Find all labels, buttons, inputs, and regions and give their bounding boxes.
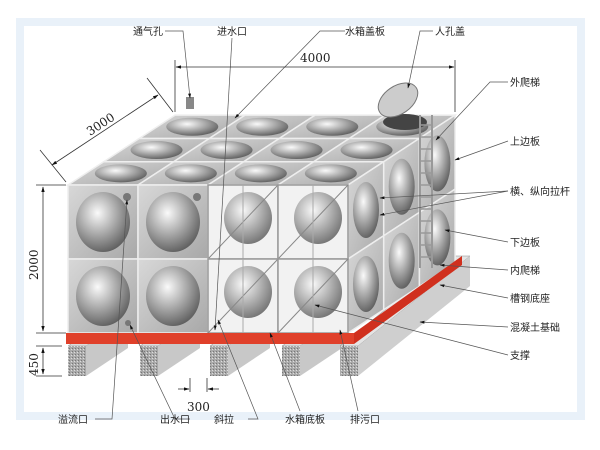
label-overflow: 溢流口 (58, 413, 88, 426)
panel-dome (146, 266, 200, 326)
foundation-height-dimension: 450 (27, 353, 41, 376)
leader-line (95, 199, 129, 420)
panel-dome (200, 141, 253, 160)
label-upper-side-plate: 上边板 (510, 135, 540, 148)
label-concrete-foundation: 混凝土基础 (510, 321, 560, 334)
leader-line (435, 81, 508, 141)
label-manhole-cover: 人孔盖 (435, 25, 465, 38)
label-cover-plate: 水箱盖板 (345, 25, 385, 38)
label-inner-ladder: 内爬梯 (510, 264, 540, 277)
panel-dome (340, 141, 393, 160)
panel-dome (270, 141, 323, 160)
manhole-cover (377, 82, 419, 118)
label-vent: 通气孔 (133, 25, 163, 38)
label-outer-ladder: 外爬梯 (510, 76, 540, 89)
label-outlet: 出水口 (160, 413, 190, 426)
support-width-dimension: 300 (187, 400, 210, 414)
panel-dome (166, 117, 219, 136)
vent-pipe (186, 97, 194, 109)
label-tie-rods: 横、纵向拉杆 (510, 185, 570, 198)
leader-line (444, 229, 509, 243)
channel-steel-base-front (66, 333, 354, 344)
panel-dome (76, 192, 130, 252)
leader-line (419, 320, 509, 328)
leader-line (165, 30, 192, 99)
leader-line (213, 37, 233, 331)
panel-dome (388, 158, 415, 215)
label-bottom-plate: 水箱底板 (285, 413, 325, 426)
panel-dome (304, 164, 357, 183)
length-dimension: 4000 (300, 51, 331, 65)
panel-dome (353, 256, 379, 312)
leader-line (439, 284, 509, 299)
panel-dome (130, 141, 183, 160)
leader-line (339, 329, 359, 412)
panel-dome (306, 117, 359, 136)
panel-dome (234, 164, 287, 183)
leader-line (439, 263, 509, 271)
concrete-support (68, 346, 86, 376)
tank-body (65, 82, 462, 344)
inner-panel-dome (224, 266, 272, 318)
leader-line (379, 190, 509, 200)
leader-line (269, 332, 301, 412)
height-dimension: 2000 (27, 249, 41, 280)
label-channel-base: 槽钢底座 (510, 292, 550, 305)
width-dimension: 3000 (84, 110, 117, 138)
panel-dome (424, 209, 451, 266)
concrete-support (340, 346, 358, 376)
manhole-opening (383, 114, 427, 130)
label-diagonal-brace: 斜拉 (214, 413, 234, 426)
panel-dome (146, 192, 200, 252)
inner-panel-dome (294, 192, 342, 244)
leader-line (129, 324, 190, 420)
panel-dome (236, 117, 289, 136)
inlet-port (193, 193, 201, 201)
panel-dome (353, 182, 379, 238)
panel-dome (94, 164, 147, 183)
label-support: 支撑 (510, 349, 530, 362)
overflow-port (123, 193, 131, 201)
inner-panel-dome (224, 192, 272, 244)
leader-line (217, 319, 259, 420)
concrete-support (282, 346, 300, 376)
label-drain: 排污口 (350, 413, 380, 426)
leader-line (454, 140, 509, 161)
leader-lines (95, 30, 509, 420)
label-inlet: 进水口 (217, 26, 247, 38)
concrete-support (140, 346, 158, 376)
leader-line (407, 30, 433, 89)
panel-dome (164, 164, 217, 183)
label-lower-side-plate: 下边板 (510, 236, 540, 249)
leader-line (379, 190, 509, 216)
panel-dome (424, 135, 451, 192)
leader-line (314, 304, 509, 356)
leader-line (234, 30, 345, 119)
concrete-support (210, 346, 228, 376)
dimension-lines (36, 60, 456, 392)
panel-dome (388, 232, 415, 289)
panel-dome (76, 266, 130, 326)
outlet-port (125, 320, 131, 326)
inner-panel-dome (294, 266, 342, 318)
